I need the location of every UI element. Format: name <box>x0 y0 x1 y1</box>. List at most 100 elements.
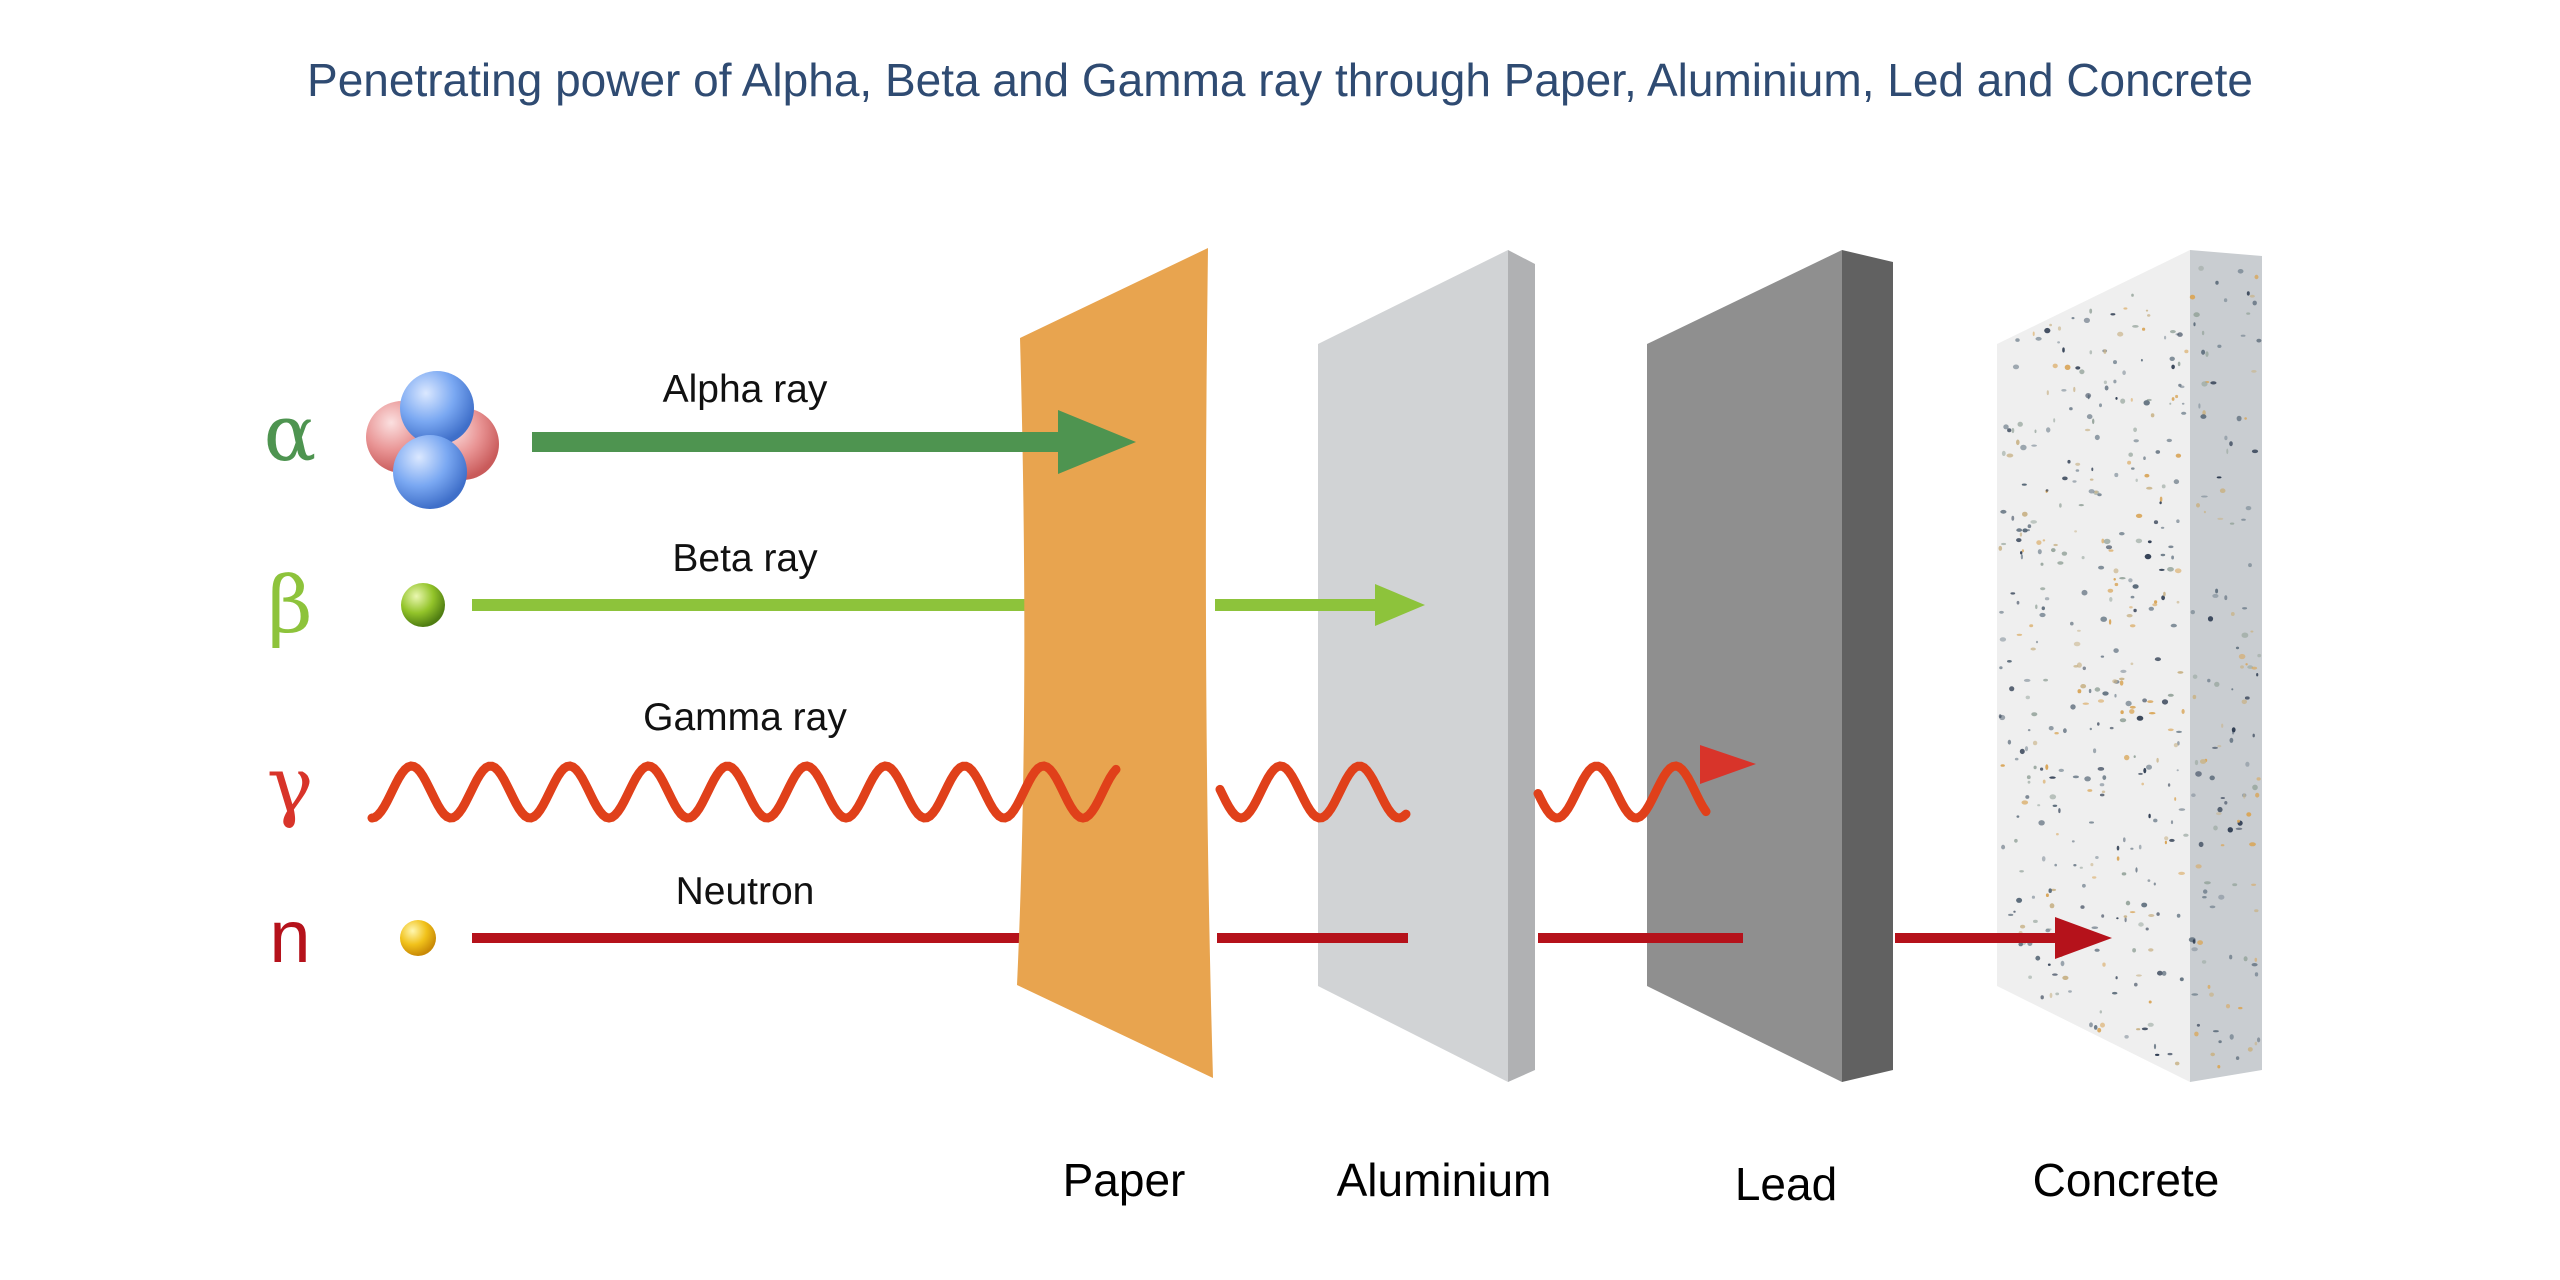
concrete-speckle <box>2216 812 2222 816</box>
concrete-speckle <box>2059 503 2062 508</box>
concrete-speckle <box>2141 1027 2148 1031</box>
concrete-speckle <box>2064 364 2071 370</box>
concrete-speckle <box>2159 501 2162 505</box>
aluminium-label: Aluminium <box>1337 1154 1552 1206</box>
concrete-speckle <box>2148 948 2154 952</box>
concrete-speckle <box>2200 759 2207 764</box>
concrete-speckle <box>2054 863 2057 867</box>
neutron-ray-arrow <box>1217 917 2112 959</box>
concrete-speckle <box>2001 844 2006 850</box>
concrete-speckle <box>2119 577 2126 580</box>
concrete-speckle <box>2153 882 2156 886</box>
alpha-ray-arrow <box>532 410 1136 474</box>
concrete-speckle <box>2251 666 2258 670</box>
concrete-speckle <box>2148 813 2151 819</box>
concrete-speckle <box>2103 538 2111 545</box>
concrete-speckle <box>2207 678 2211 683</box>
concrete-speckle <box>2116 856 2120 861</box>
concrete-speckle <box>2102 691 2109 696</box>
concrete-speckle <box>2243 956 2248 962</box>
concrete-speckle <box>2040 995 2044 1000</box>
concrete-speckle <box>2052 804 2058 807</box>
concrete-speckle <box>2108 619 2112 625</box>
concrete-speckle <box>2241 632 2249 638</box>
concrete-speckle <box>2098 565 2105 570</box>
concrete-speckle <box>2217 344 2222 348</box>
diagram-title: Penetrating power of Alpha, Beta and Gam… <box>307 54 2253 106</box>
concrete-speckle <box>2080 905 2085 909</box>
concrete-speckle <box>2158 568 2165 572</box>
concrete-speckle <box>2207 984 2211 989</box>
concrete-speckle <box>2161 484 2166 489</box>
concrete-speckle <box>2067 459 2071 464</box>
concrete-speckle <box>2178 383 2182 387</box>
concrete-speckle <box>2141 902 2148 908</box>
concrete-speckle <box>2082 883 2086 888</box>
concrete-speckle <box>2115 976 2118 980</box>
concrete-speckle <box>2029 624 2034 628</box>
concrete-speckle <box>2240 665 2244 669</box>
concrete-speckle <box>2154 657 2161 662</box>
concrete-speckle <box>2131 293 2134 297</box>
concrete-speckle <box>2203 510 2206 514</box>
concrete-speckle <box>2046 390 2049 396</box>
concrete-speckle <box>2231 727 2236 733</box>
concrete-speckle <box>2113 568 2119 574</box>
concrete-speckle <box>2156 757 2159 763</box>
concrete-speckle <box>2061 551 2068 556</box>
concrete-speckle <box>2100 655 2105 658</box>
concrete-speckle <box>2174 568 2182 574</box>
concrete-speckle <box>2099 1010 2102 1014</box>
concrete-speckle <box>2161 699 2169 705</box>
concrete-speckle <box>2105 545 2113 550</box>
concrete-speckle <box>2090 863 2094 867</box>
concrete-speckle <box>2173 743 2178 748</box>
concrete-speckle <box>2129 606 2133 609</box>
concrete-speckle <box>2132 948 2137 953</box>
concrete-speckle <box>2173 479 2180 485</box>
concrete-speckle <box>2089 1022 2093 1028</box>
concrete-speckle <box>2034 429 2037 434</box>
concrete-speckle <box>2133 439 2139 443</box>
concrete-speckle <box>2146 486 2153 490</box>
concrete-speckle <box>2013 910 2016 913</box>
concrete-speckle <box>2125 900 2131 906</box>
concrete-speckle <box>2161 595 2166 601</box>
concrete-speckle <box>2113 360 2117 365</box>
concrete-speckle <box>2100 1022 2105 1028</box>
concrete-speckle <box>2016 815 2020 818</box>
concrete-speckle <box>2113 379 2117 384</box>
concrete-speckle <box>2198 841 2204 848</box>
concrete-speckle <box>2129 705 2136 709</box>
concrete-speckle <box>2072 480 2077 483</box>
concrete-speckle <box>2036 540 2042 545</box>
concrete-speckle <box>2213 825 2218 831</box>
concrete-speckle <box>2120 710 2124 715</box>
concrete-speckle <box>2123 307 2128 310</box>
concrete-speckle <box>2202 410 2206 416</box>
concrete-speckle <box>2201 349 2206 355</box>
concrete-speckle <box>2039 612 2046 618</box>
concrete-speckle <box>2176 769 2179 772</box>
concrete-speckle <box>2250 630 2254 633</box>
concrete-speckle <box>2198 265 2204 271</box>
concrete-speckle <box>2000 764 2005 767</box>
concrete-speckle <box>2001 450 2006 456</box>
concrete-speckle <box>2209 992 2214 997</box>
concrete-speckle <box>2088 688 2092 694</box>
concrete-speckle <box>2224 801 2228 805</box>
concrete-speckle <box>2057 341 2061 344</box>
concrete-speckle <box>2147 1022 2154 1027</box>
concrete-speckle <box>2224 595 2228 601</box>
concrete-speckle <box>2145 309 2149 312</box>
paper-barrier <box>1017 248 1213 1078</box>
concrete-speckle <box>2257 1037 2261 1043</box>
concrete-speckle <box>2077 689 2082 694</box>
concrete-speckle <box>2016 528 2023 532</box>
concrete-speckle <box>2100 616 2107 622</box>
concrete-speckle <box>2097 493 2102 497</box>
concrete-speckle <box>2119 680 2124 686</box>
concrete-speckle <box>2212 746 2218 750</box>
concrete-speckle <box>2155 1053 2160 1056</box>
concrete-speckle <box>2235 646 2240 650</box>
